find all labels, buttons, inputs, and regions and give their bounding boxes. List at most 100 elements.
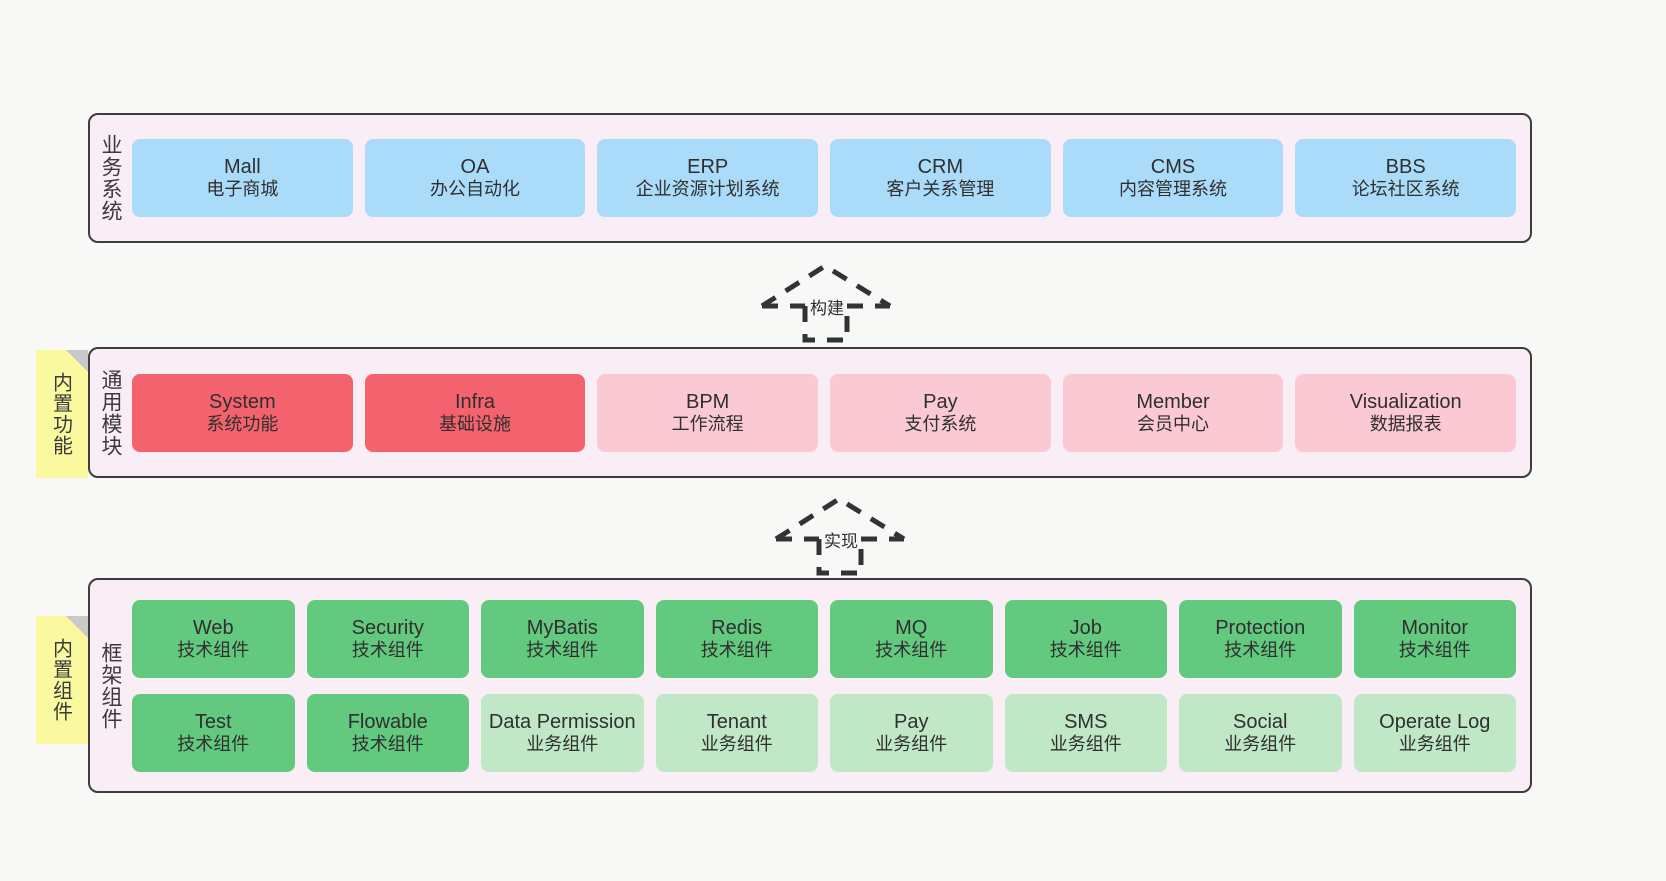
card-subtitle: 业务组件: [875, 733, 948, 754]
card-title: Data Permission: [488, 710, 636, 733]
card-title: Member: [1136, 390, 1210, 413]
card-title: Pay: [923, 390, 958, 413]
note-builtin-features-label: 内置功能: [49, 372, 72, 456]
card-subtitle: 支付系统: [904, 413, 977, 434]
layer-title-common-modules: 通用模块: [98, 368, 122, 457]
note-builtin-components: 内置组件: [36, 616, 88, 744]
card-subtitle: 论坛社区系统: [1351, 179, 1460, 200]
card-title: MQ: [895, 616, 928, 639]
card-title: Security: [351, 616, 424, 639]
card-subtitle: 客户关系管理: [886, 179, 995, 200]
card-subtitle: 技术组件: [177, 639, 250, 660]
note-fold-corner: [66, 350, 88, 372]
card-title: Web: [192, 616, 234, 639]
card-subtitle: 业务组件: [526, 733, 599, 754]
card-subtitle: 技术组件: [1224, 639, 1297, 660]
connector-implement: 实现: [771, 491, 911, 576]
card-title: Operate Log: [1379, 710, 1491, 733]
card-subtitle: 基础设施: [439, 413, 511, 434]
card-subtitle: 内容管理系统: [1119, 179, 1228, 200]
card-subtitle: 技术组件: [875, 639, 948, 660]
card-title: BPM: [686, 390, 730, 413]
card-subtitle: 业务组件: [700, 733, 773, 754]
card-subtitle: 办公自动化: [430, 179, 520, 200]
layer-title-business-systems: 业务系统: [98, 134, 122, 222]
note-builtin-components-label: 内置组件: [49, 638, 72, 722]
card-title: Infra: [454, 390, 496, 413]
card-subtitle: 会员中心: [1137, 413, 1210, 434]
note-builtin-features: 内置功能: [36, 350, 88, 478]
connector-implement-label: 实现: [824, 532, 858, 551]
card-title: Social: [1233, 710, 1288, 733]
card-title: CMS: [1150, 156, 1196, 179]
card-subtitle: 业务组件: [1224, 733, 1297, 754]
note-fold-corner: [66, 616, 88, 638]
card-title: Test: [194, 710, 232, 733]
connector-build: 构建: [757, 258, 897, 343]
card-title: Job: [1069, 616, 1102, 639]
card-title: OA: [460, 156, 490, 179]
card-subtitle: 工作流程: [671, 413, 744, 434]
card-subtitle: 数据报表: [1369, 413, 1442, 434]
connector-build-glyph: [760, 263, 892, 343]
card-title: Protection: [1215, 616, 1306, 639]
card-subtitle: 技术组件: [1049, 639, 1122, 660]
connector-build-label: 构建: [810, 299, 844, 318]
card-title: Flowable: [347, 710, 428, 733]
card-subtitle: 技术组件: [351, 639, 424, 660]
card-subtitle: 系统功能: [206, 413, 279, 434]
card-title: SMS: [1064, 710, 1108, 733]
card-subtitle: 企业资源计划系统: [635, 179, 780, 200]
layer-title-framework-components: 框架组件: [98, 641, 122, 730]
card-subtitle: 技术组件: [1398, 639, 1471, 660]
card-title: Pay: [894, 710, 929, 733]
card-title: Tenant: [706, 710, 767, 733]
card-title: Visualization: [1349, 390, 1462, 413]
connector-implement-glyph: [774, 496, 906, 576]
card-subtitle: 技术组件: [700, 639, 773, 660]
card-subtitle: 技术组件: [526, 639, 599, 660]
card-title: Redis: [711, 616, 763, 639]
card-title: BBS: [1385, 156, 1426, 179]
card-title: CRM: [917, 156, 964, 179]
card-subtitle: 电子商城: [206, 179, 279, 200]
card-title: System: [208, 390, 276, 413]
